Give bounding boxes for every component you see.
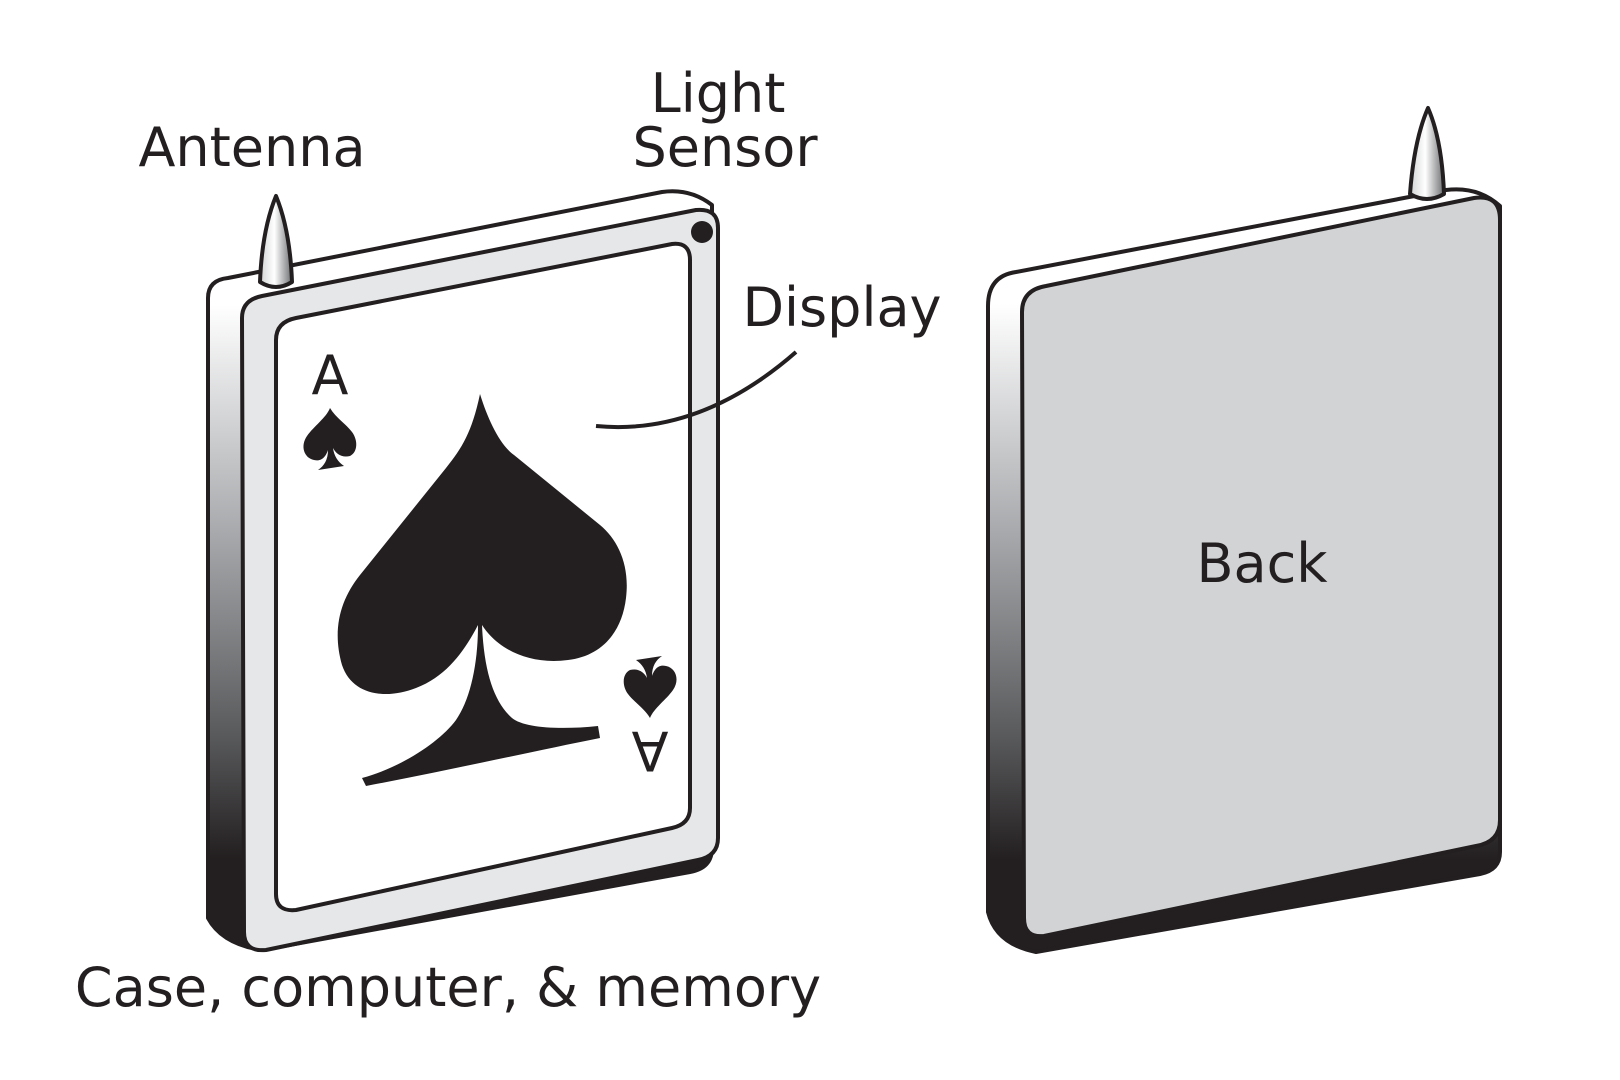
antenna-label: Antenna (138, 116, 365, 179)
display-leader-line (595, 350, 798, 430)
bottom-right-rank: A (631, 719, 668, 782)
light-sensor-label-line1: Light (651, 62, 786, 125)
bottom-right-index: A (623, 656, 677, 782)
top-left-rank: A (312, 344, 349, 407)
front-device: A A (206, 189, 720, 953)
back-label: Back (1196, 532, 1328, 595)
light-sensor-label-line2: Sensor (632, 116, 818, 179)
back-antenna (1408, 106, 1446, 201)
case-label: Case, computer, & memory (75, 956, 821, 1019)
display-label: Display (742, 276, 941, 339)
top-left-spade-icon (303, 408, 357, 470)
front-antenna (258, 194, 294, 289)
light-sensor-dot (691, 221, 713, 243)
bottom-right-spade-icon (623, 656, 677, 718)
back-device: Back (986, 106, 1502, 954)
back-panel (1020, 195, 1502, 939)
large-spade-symbol (337, 394, 627, 786)
